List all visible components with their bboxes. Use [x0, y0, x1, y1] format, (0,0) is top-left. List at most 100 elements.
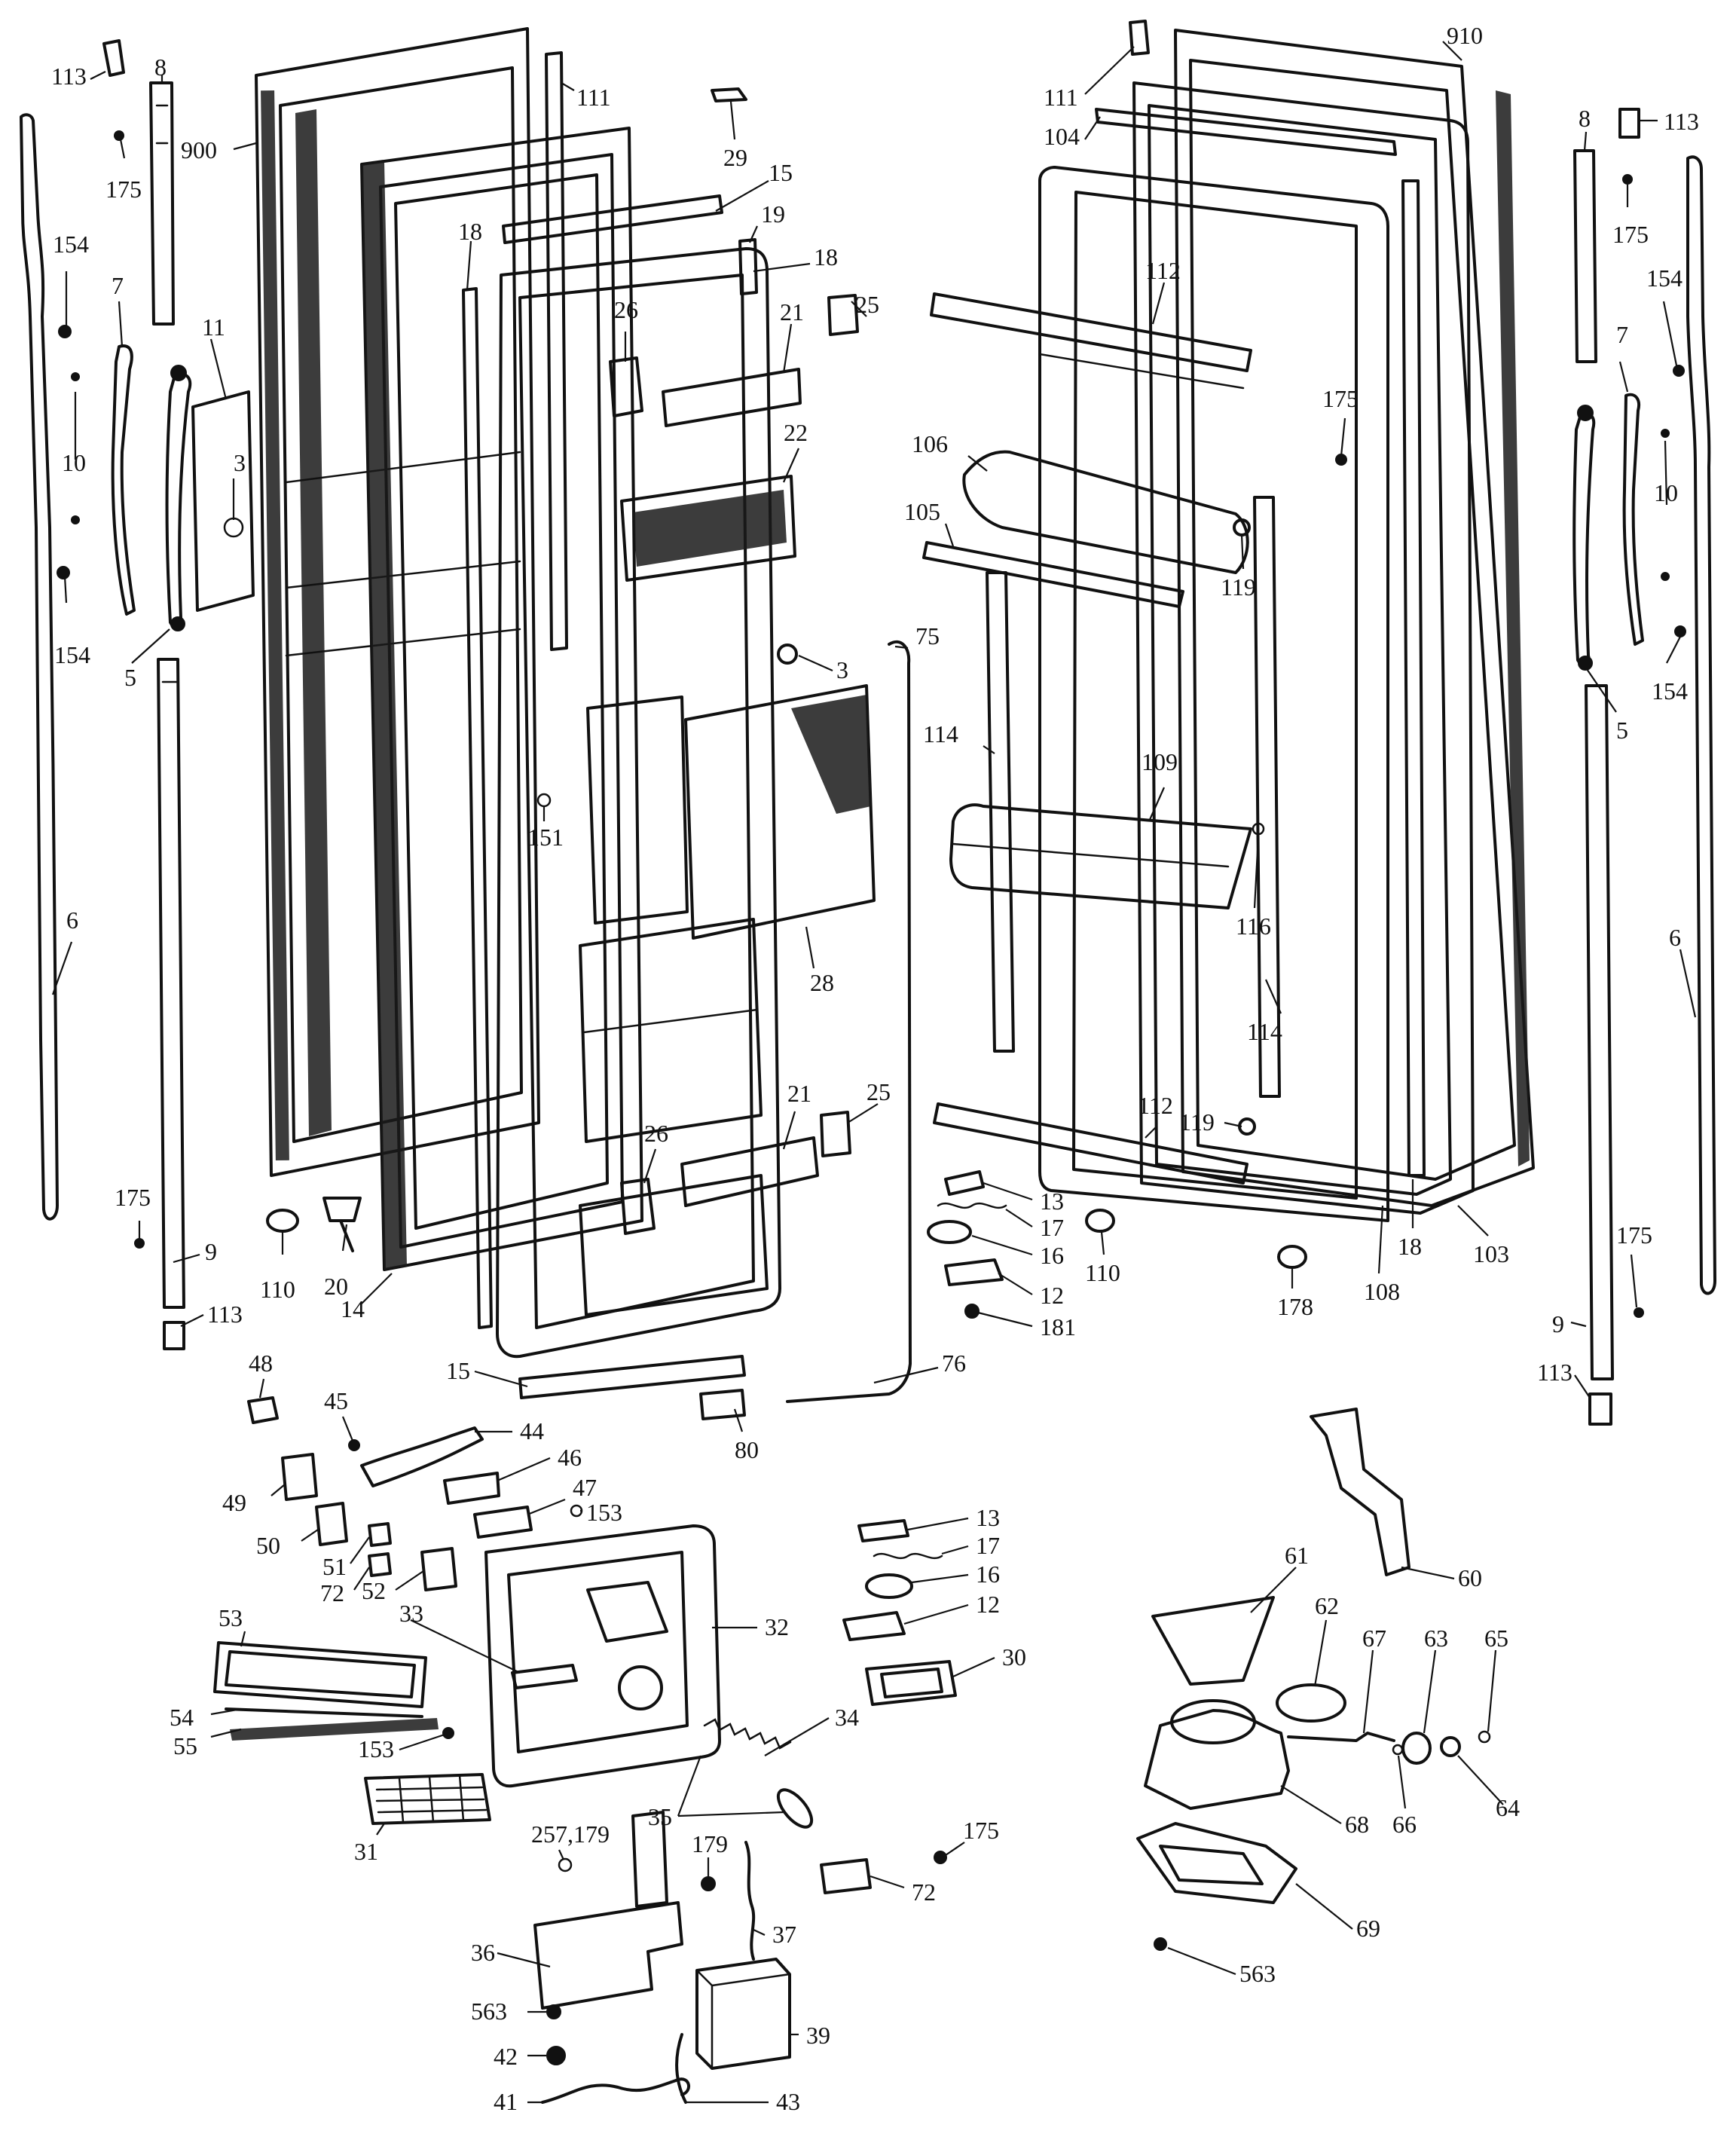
callout-13-top: 13 [1040, 1188, 1064, 1215]
callout-151: 151 [527, 824, 564, 851]
callout-7-right: 7 [1616, 321, 1628, 348]
callout-76: 76 [942, 1350, 966, 1377]
callout-175-left-top: 175 [105, 176, 142, 203]
callout-35: 35 [648, 1803, 672, 1830]
callout-29: 29 [723, 144, 747, 171]
callout-45: 45 [324, 1387, 348, 1414]
callout-108: 108 [1364, 1278, 1400, 1305]
callout-15-top: 15 [769, 159, 793, 186]
callout-154-left-top: 154 [53, 231, 89, 258]
callout-175-right-door: 175 [1322, 385, 1359, 412]
callout-113-top-left: 113 [51, 63, 87, 90]
callout-17-bottom: 17 [976, 1532, 1000, 1559]
callout-175-bottom: 175 [963, 1817, 999, 1844]
callout-80: 80 [735, 1436, 759, 1463]
callout-563-right: 563 [1239, 1960, 1276, 1987]
callout-16-bottom: 16 [976, 1561, 1000, 1588]
callout-69: 69 [1356, 1915, 1380, 1942]
callout-13-bottom: 13 [976, 1504, 1000, 1531]
callout-114-left: 114 [923, 720, 958, 747]
callout-64: 64 [1496, 1794, 1520, 1821]
callout-25-top: 25 [855, 291, 879, 318]
callout-61: 61 [1285, 1542, 1309, 1569]
callout-7-left: 7 [112, 272, 124, 299]
callout-25-bottom: 25 [866, 1078, 891, 1105]
callout-22: 22 [784, 419, 808, 446]
callout-47: 47 [573, 1474, 597, 1501]
callout-113-top-right: 113 [1664, 108, 1699, 135]
callout-112-bottom: 112 [1138, 1092, 1173, 1119]
callout-175-left-bottom: 175 [115, 1184, 151, 1211]
callout-48: 48 [249, 1350, 273, 1377]
callout-111-left: 111 [576, 84, 611, 111]
callout-37: 37 [772, 1921, 796, 1948]
callout-53: 53 [219, 1604, 243, 1631]
callout-110-left: 110 [260, 1276, 295, 1303]
callout-41: 41 [494, 2088, 518, 2115]
callout-12-top: 12 [1040, 1282, 1064, 1309]
callout-3-center: 3 [836, 656, 848, 683]
callout-54: 54 [170, 1704, 194, 1731]
callout-11: 11 [202, 313, 225, 341]
callout-17-top: 17 [1040, 1214, 1064, 1241]
callout-14: 14 [341, 1295, 365, 1322]
callout-103: 103 [1473, 1240, 1509, 1267]
callout-154-right-bottom: 154 [1652, 677, 1688, 705]
callout-63: 63 [1424, 1625, 1448, 1652]
callout-5-left: 5 [124, 664, 136, 691]
callout-119-bottom: 119 [1179, 1108, 1215, 1136]
callout-33: 33 [399, 1600, 423, 1627]
callout-21-top: 21 [780, 298, 804, 326]
callout-3-left: 3 [234, 449, 246, 476]
callout-43: 43 [776, 2088, 800, 2115]
callout-30: 30 [1002, 1643, 1026, 1671]
callout-6-right: 6 [1669, 924, 1681, 951]
fresh-food-door-liner [922, 166, 1389, 1319]
callout-12-bottom: 12 [976, 1591, 1000, 1618]
callout-15-bottom: 15 [446, 1357, 470, 1384]
callout-178: 178 [1277, 1293, 1313, 1320]
callout-106: 106 [912, 430, 948, 457]
callout-110-right: 110 [1085, 1259, 1120, 1286]
callout-55: 55 [173, 1732, 197, 1759]
freezer-door-outer-panel [255, 27, 540, 1177]
callout-179: 179 [692, 1830, 728, 1857]
callout-46: 46 [558, 1444, 582, 1471]
callout-51: 51 [322, 1553, 347, 1580]
callout-49: 49 [222, 1489, 246, 1516]
callout-10-right: 10 [1654, 479, 1678, 506]
callout-109: 109 [1142, 748, 1178, 775]
callout-66: 66 [1392, 1811, 1417, 1838]
callout-6-left: 6 [66, 906, 78, 934]
callout-18-freezer-strip: 18 [458, 218, 482, 245]
callout-10-left: 10 [62, 449, 86, 476]
callout-113-left-bottom: 113 [207, 1301, 243, 1328]
callout-28: 28 [810, 969, 834, 996]
callout-39: 39 [806, 2022, 830, 2049]
callout-154-right-top: 154 [1646, 264, 1683, 292]
fresh-food-door-outer-panel [1129, 20, 1535, 1207]
callout-900: 900 [181, 136, 217, 164]
leader-lines [51, 41, 1697, 2104]
callout-34: 34 [835, 1704, 859, 1731]
callout-60: 60 [1458, 1564, 1482, 1591]
callout-44: 44 [520, 1417, 544, 1444]
ice-maker-parts [1136, 1408, 1491, 1951]
callout-26-bottom: 26 [644, 1120, 668, 1147]
callout-113-right-bottom: 113 [1537, 1359, 1572, 1386]
callout-50: 50 [256, 1532, 280, 1559]
callout-153-bottom: 153 [358, 1735, 394, 1762]
callout-153-top: 153 [586, 1499, 622, 1526]
callout-36: 36 [471, 1939, 495, 1966]
callout-119-top: 119 [1221, 573, 1256, 601]
callout-65: 65 [1484, 1625, 1508, 1652]
fresh-food-door-gasket [1095, 81, 1475, 1215]
callout-111-right: 111 [1044, 84, 1078, 111]
callout-114-right: 114 [1247, 1018, 1282, 1045]
freezer-door-liner [266, 51, 912, 1420]
callout-154-left-bottom: 154 [54, 641, 90, 668]
callout-19: 19 [761, 200, 785, 228]
callout-181: 181 [1040, 1313, 1076, 1340]
callout-9-right: 9 [1552, 1310, 1564, 1337]
